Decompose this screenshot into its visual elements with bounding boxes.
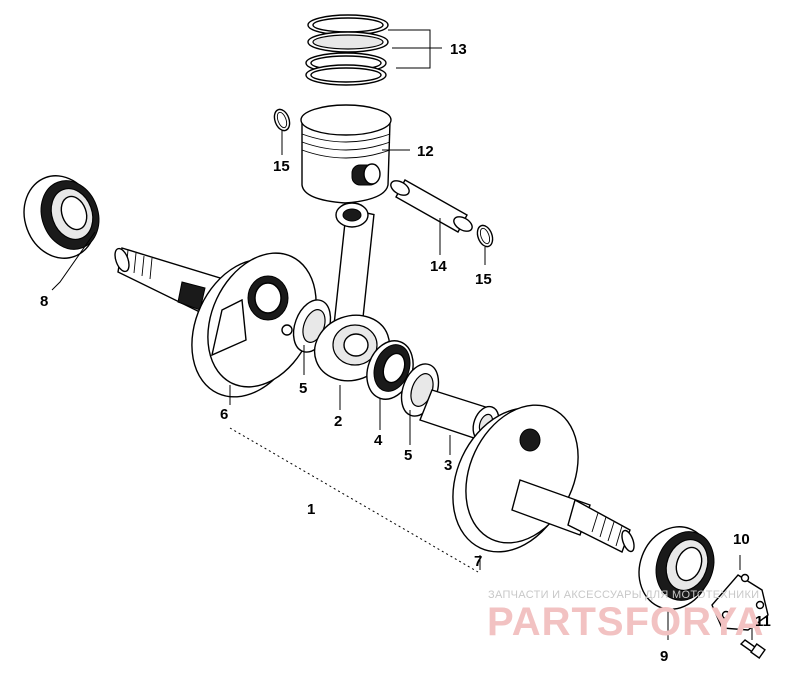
left-flywheel xyxy=(191,252,317,398)
right-shaft xyxy=(567,498,635,553)
part-label-15-right: 15 xyxy=(475,271,492,288)
part-label-13: 13 xyxy=(450,41,467,58)
watermark-brand: PARTSFORYA xyxy=(487,600,764,644)
part-label-7: 7 xyxy=(474,553,482,570)
part-label-5-left: 5 xyxy=(299,380,307,397)
needle-bearing xyxy=(366,340,414,400)
circlip-top xyxy=(273,108,291,132)
part-label-11: 11 xyxy=(755,613,771,630)
piston-rings xyxy=(305,14,389,86)
leader-lines xyxy=(51,29,753,640)
piston-pin xyxy=(390,179,473,233)
left-shaft xyxy=(114,247,221,320)
part-label-1: 1 xyxy=(307,501,315,518)
retainer-plate xyxy=(711,573,769,631)
part-label-5-right: 5 xyxy=(404,447,412,464)
part-label-2: 2 xyxy=(334,413,342,430)
bolt xyxy=(739,639,766,659)
part-label-15-top: 15 xyxy=(273,158,290,175)
part-label-10: 10 xyxy=(733,531,750,548)
part-labels: 13 12 15 14 15 8 5 2 4 5 3 6 1 7 10 11 9 xyxy=(40,41,771,665)
piston xyxy=(300,104,392,204)
part-label-6: 6 xyxy=(220,406,228,423)
watermark-caption: ЗАПЧАСТИ И АКСЕССУАРЫ ДЛЯ МОТОТЕХНИКИ xyxy=(488,589,759,601)
part-label-12: 12 xyxy=(417,143,434,160)
part-label-4: 4 xyxy=(374,432,383,449)
part-label-8: 8 xyxy=(40,293,48,310)
circlip-right xyxy=(476,224,494,248)
part-label-3: 3 xyxy=(444,457,452,474)
watermark: ЗАПЧАСТИ И АКСЕССУАРЫ ДЛЯ МОТОТЕХНИКИ PA… xyxy=(487,589,764,644)
right-flywheel xyxy=(452,404,591,553)
part-label-9: 9 xyxy=(660,648,668,665)
right-bearing xyxy=(638,526,715,610)
left-bearing xyxy=(23,175,100,259)
part-label-14: 14 xyxy=(430,258,447,275)
